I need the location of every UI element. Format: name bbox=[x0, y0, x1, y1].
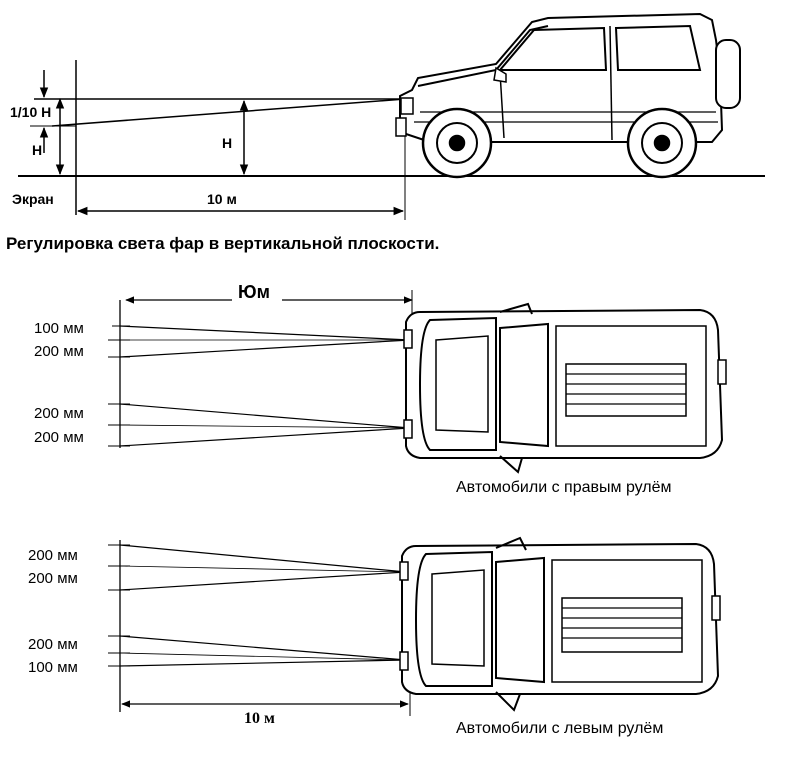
note-right-hand-drive: Автомобили с правым рулём bbox=[456, 479, 672, 496]
offset-label-top-4: 200 мм bbox=[34, 429, 84, 446]
offset-label-top-3: 200 мм bbox=[34, 405, 84, 422]
label-tenth-h: 1/10 H bbox=[10, 104, 51, 120]
offset-label-top-1: 100 мм bbox=[34, 320, 84, 337]
top-view-right bbox=[108, 290, 413, 448]
label-h-mid: H bbox=[222, 135, 232, 151]
offset-label-bottom-3: 200 мм bbox=[28, 636, 78, 653]
offset-label-top-2: 200 мм bbox=[34, 343, 84, 360]
caption: Регулировка света фар в вертикальной пло… bbox=[6, 234, 439, 253]
top-view-left bbox=[108, 540, 411, 716]
side-view bbox=[18, 60, 765, 220]
distance-label-mask-top bbox=[232, 280, 282, 302]
label-distance-side: 10 м bbox=[207, 191, 237, 207]
suv-top-view-left bbox=[399, 536, 721, 712]
distance-label-bottom: 10 м bbox=[244, 710, 275, 727]
suv-side-illustration bbox=[395, 12, 741, 143]
distance-label-top: Юм bbox=[238, 282, 270, 302]
beam-line bbox=[51, 98, 406, 127]
offset-label-bottom-2: 200 мм bbox=[28, 570, 78, 587]
suv-wheels bbox=[421, 107, 698, 179]
note-left-hand-drive: Автомобили с левым рулём bbox=[456, 720, 663, 737]
offset-label-bottom-4: 100 мм bbox=[28, 659, 78, 676]
label-h-left: H bbox=[32, 142, 42, 158]
label-screen: Экран bbox=[12, 191, 54, 207]
offset-label-bottom-1: 200 мм bbox=[28, 547, 78, 564]
suv-top-view-right bbox=[403, 302, 727, 474]
